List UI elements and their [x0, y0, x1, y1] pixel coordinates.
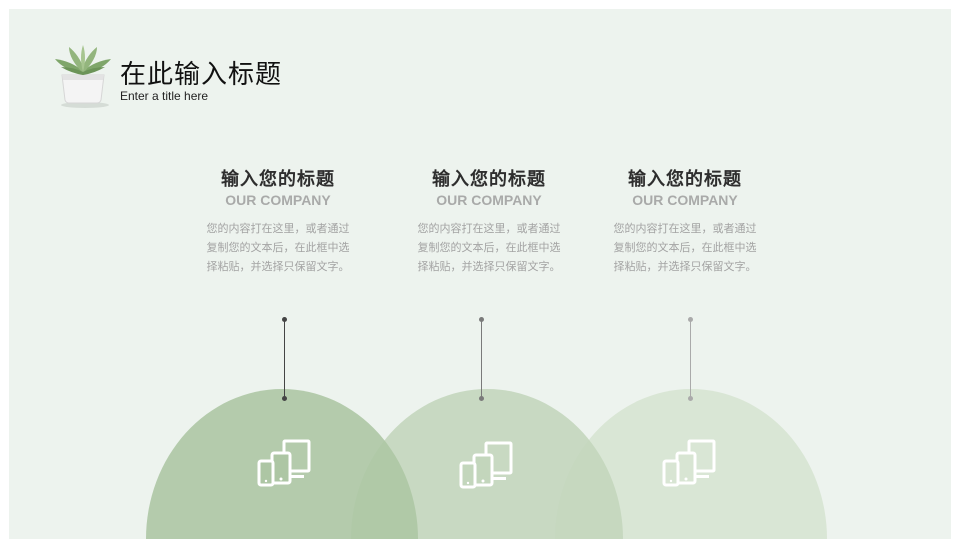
- potted-succulent-icon: [55, 45, 111, 108]
- connector-dot-top: [282, 317, 287, 322]
- page-title: 在此输入标题: [120, 60, 283, 90]
- feature-column-3: 输入您的标题 OUR COMPANY 您的内容打在这里，或者通过复制您的文本后，…: [600, 165, 770, 277]
- connector-dot-top: [479, 317, 484, 322]
- slide: 在此输入标题 Enter a title here 输入您的标题 OUR COM…: [9, 9, 951, 539]
- connector-dot-bottom: [282, 396, 287, 401]
- column-body-text: 您的内容打在这里，或者通过复制您的文本后，在此框中选择粘贴，并选择只保留文字。: [417, 223, 561, 273]
- connector-dot-bottom: [479, 396, 484, 401]
- feature-column-2: 输入您的标题 OUR COMPANY 您的内容打在这里，或者通过复制您的文本后，…: [404, 165, 574, 277]
- feature-column-1: 输入您的标题 OUR COMPANY 您的内容打在这里，或者通过复制您的文本后，…: [193, 165, 363, 277]
- connector-dot-bottom: [688, 396, 693, 401]
- devices-icon: [662, 439, 716, 487]
- connector-line: [690, 320, 691, 398]
- page-subtitle: Enter a title here: [120, 89, 209, 103]
- column-body-text: 您的内容打在这里，或者通过复制您的文本后，在此框中选择粘贴，并选择只保留文字。: [613, 223, 757, 273]
- column-heading: 输入您的标题: [221, 169, 335, 189]
- connector-line: [284, 320, 285, 398]
- column-heading: 输入您的标题: [628, 169, 742, 189]
- connector-line: [481, 320, 482, 398]
- column-heading: 输入您的标题: [432, 169, 546, 189]
- devices-icon: [459, 441, 513, 489]
- column-subheading: OUR COMPANY: [436, 192, 542, 208]
- column-subheading: OUR COMPANY: [632, 192, 738, 208]
- devices-icon: [257, 439, 311, 487]
- column-subheading: OUR COMPANY: [225, 192, 331, 208]
- column-body-text: 您的内容打在这里，或者通过复制您的文本后，在此框中选择粘贴，并选择只保留文字。: [206, 223, 350, 273]
- connector-dot-top: [688, 317, 693, 322]
